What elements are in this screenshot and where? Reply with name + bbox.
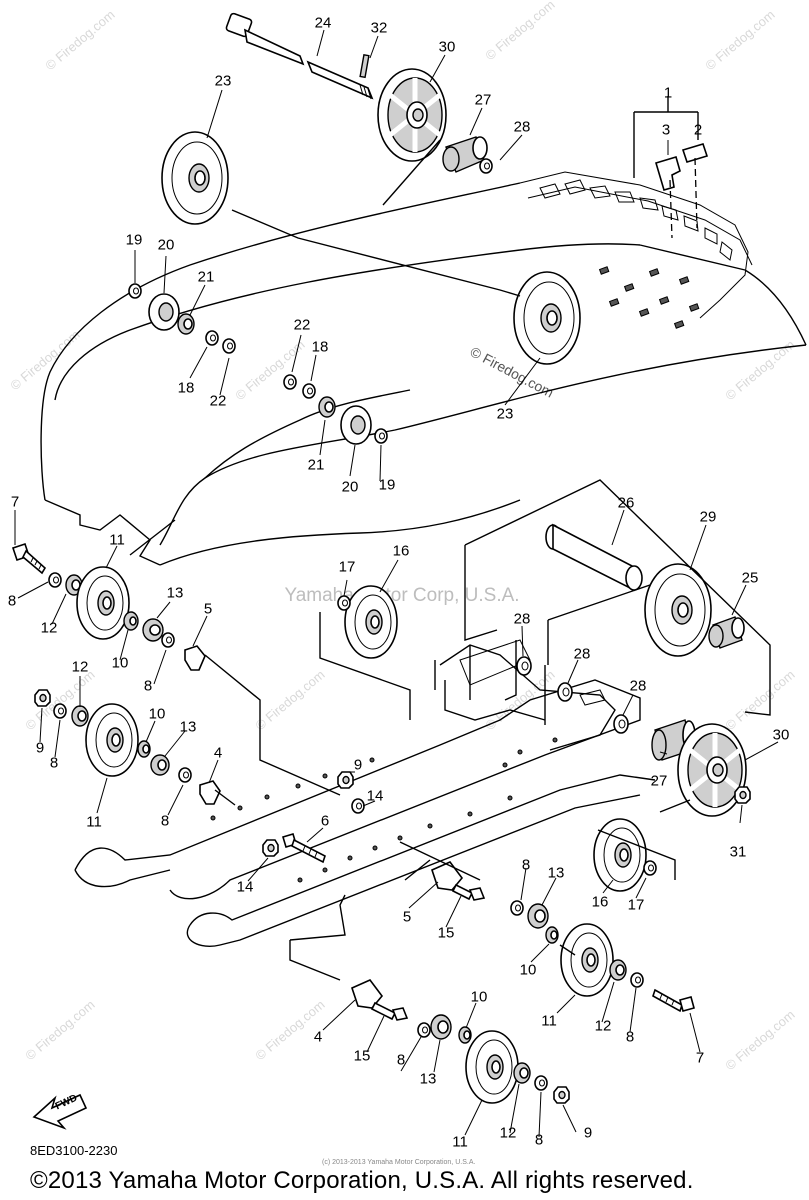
bolt-15-b bbox=[370, 1001, 409, 1021]
callout: 8 bbox=[521, 856, 531, 874]
callout: 7 bbox=[10, 493, 20, 511]
callout: 10 bbox=[519, 961, 537, 979]
callout: 8 bbox=[534, 1131, 544, 1149]
callout: 14 bbox=[236, 878, 254, 896]
callout: 12 bbox=[71, 658, 89, 676]
callout: 3 bbox=[661, 121, 671, 139]
bolt-7-right bbox=[652, 988, 695, 1013]
wheel-16-lower bbox=[593, 818, 647, 892]
callout: 10 bbox=[470, 988, 488, 1006]
wheel-30-lower bbox=[678, 724, 746, 816]
diagram-code: 8ED3100-2230 bbox=[30, 1143, 118, 1158]
wheel-23-mid bbox=[513, 271, 581, 365]
callout: 8 bbox=[160, 812, 170, 830]
callout: 4 bbox=[313, 1028, 323, 1046]
callout: 20 bbox=[341, 478, 359, 496]
callout: 10 bbox=[111, 654, 129, 672]
bolt-7-left bbox=[11, 542, 47, 575]
callout: 28 bbox=[629, 677, 647, 695]
wheel-16-upper bbox=[344, 585, 398, 659]
fine-print: (c) 2013-2013 Yamaha Motor Corporation, … bbox=[322, 1159, 476, 1166]
callout: 9 bbox=[35, 739, 45, 757]
callout: 11 bbox=[109, 531, 125, 549]
wheel-23-upper bbox=[161, 131, 229, 225]
callout: 6 bbox=[320, 812, 330, 830]
callout: 9 bbox=[583, 1124, 593, 1142]
callout: 11 bbox=[541, 1012, 557, 1030]
collar-25 bbox=[708, 616, 745, 649]
callout: 32 bbox=[370, 19, 388, 37]
callout: 8 bbox=[625, 1028, 635, 1046]
callout: 5 bbox=[203, 600, 213, 618]
callout: 26 bbox=[617, 494, 635, 512]
callout: 14 bbox=[366, 787, 384, 805]
callout: 30 bbox=[438, 38, 456, 56]
callout: 11 bbox=[86, 813, 102, 831]
callout: 27 bbox=[650, 772, 668, 790]
callout: 13 bbox=[179, 718, 197, 736]
callout: 10 bbox=[148, 705, 166, 723]
callout: 8 bbox=[49, 754, 59, 772]
callout: 16 bbox=[591, 893, 609, 911]
callout: 18 bbox=[177, 379, 195, 397]
wheel-11-c bbox=[560, 923, 614, 997]
callout: 13 bbox=[547, 864, 565, 882]
callout: 28 bbox=[513, 118, 531, 136]
callout: 4 bbox=[213, 744, 223, 762]
callout: 13 bbox=[166, 584, 184, 602]
callout: 17 bbox=[338, 558, 356, 576]
callout: 12 bbox=[594, 1017, 612, 1035]
callout: 18 bbox=[311, 338, 329, 356]
callout: 9 bbox=[353, 756, 363, 774]
callout: 8 bbox=[7, 592, 17, 610]
callout: 13 bbox=[419, 1070, 437, 1088]
shaft-26 bbox=[545, 523, 643, 592]
callout: 27 bbox=[474, 91, 492, 109]
callout: 24 bbox=[314, 14, 332, 32]
callout: 11 bbox=[452, 1133, 468, 1151]
callout: 20 bbox=[157, 236, 175, 254]
fwd-arrow bbox=[32, 1093, 88, 1130]
callout: 15 bbox=[437, 924, 455, 942]
callout: 12 bbox=[40, 619, 58, 637]
callout: 28 bbox=[573, 645, 591, 663]
wheel-11-a bbox=[76, 566, 130, 640]
callout: 17 bbox=[627, 896, 645, 914]
callout: 23 bbox=[496, 405, 514, 423]
collar-27-upper bbox=[442, 136, 488, 173]
callout: 22 bbox=[209, 392, 227, 410]
callout: 30 bbox=[772, 726, 790, 744]
callout: 25 bbox=[741, 569, 759, 587]
shaft-24 bbox=[225, 12, 374, 100]
callout: 8 bbox=[143, 677, 153, 695]
callout: 15 bbox=[353, 1047, 371, 1065]
callout: 28 bbox=[513, 610, 531, 628]
callout: 19 bbox=[378, 476, 396, 494]
wheel-11-d bbox=[465, 1030, 519, 1104]
wheel-30-upper bbox=[378, 69, 446, 161]
callout: 7 bbox=[695, 1049, 705, 1067]
callout: 5 bbox=[402, 908, 412, 926]
callout: 1 bbox=[663, 84, 673, 102]
callout: 29 bbox=[699, 508, 717, 526]
wheel-11-b bbox=[85, 703, 139, 777]
callout: 2 bbox=[693, 121, 703, 139]
callout: 16 bbox=[392, 542, 410, 560]
callout: 12 bbox=[499, 1124, 517, 1142]
callout: 8 bbox=[396, 1051, 406, 1069]
callout: 22 bbox=[293, 316, 311, 334]
callout: 21 bbox=[197, 268, 215, 286]
callout: 21 bbox=[307, 456, 325, 474]
copyright-notice: ©2013 Yamaha Motor Corporation, U.S.A. A… bbox=[30, 1167, 694, 1194]
callout: 23 bbox=[214, 72, 232, 90]
callout: 31 bbox=[729, 843, 747, 861]
bolt-15-a bbox=[451, 883, 486, 901]
callout: 19 bbox=[125, 231, 143, 249]
bolt-6 bbox=[282, 833, 326, 864]
